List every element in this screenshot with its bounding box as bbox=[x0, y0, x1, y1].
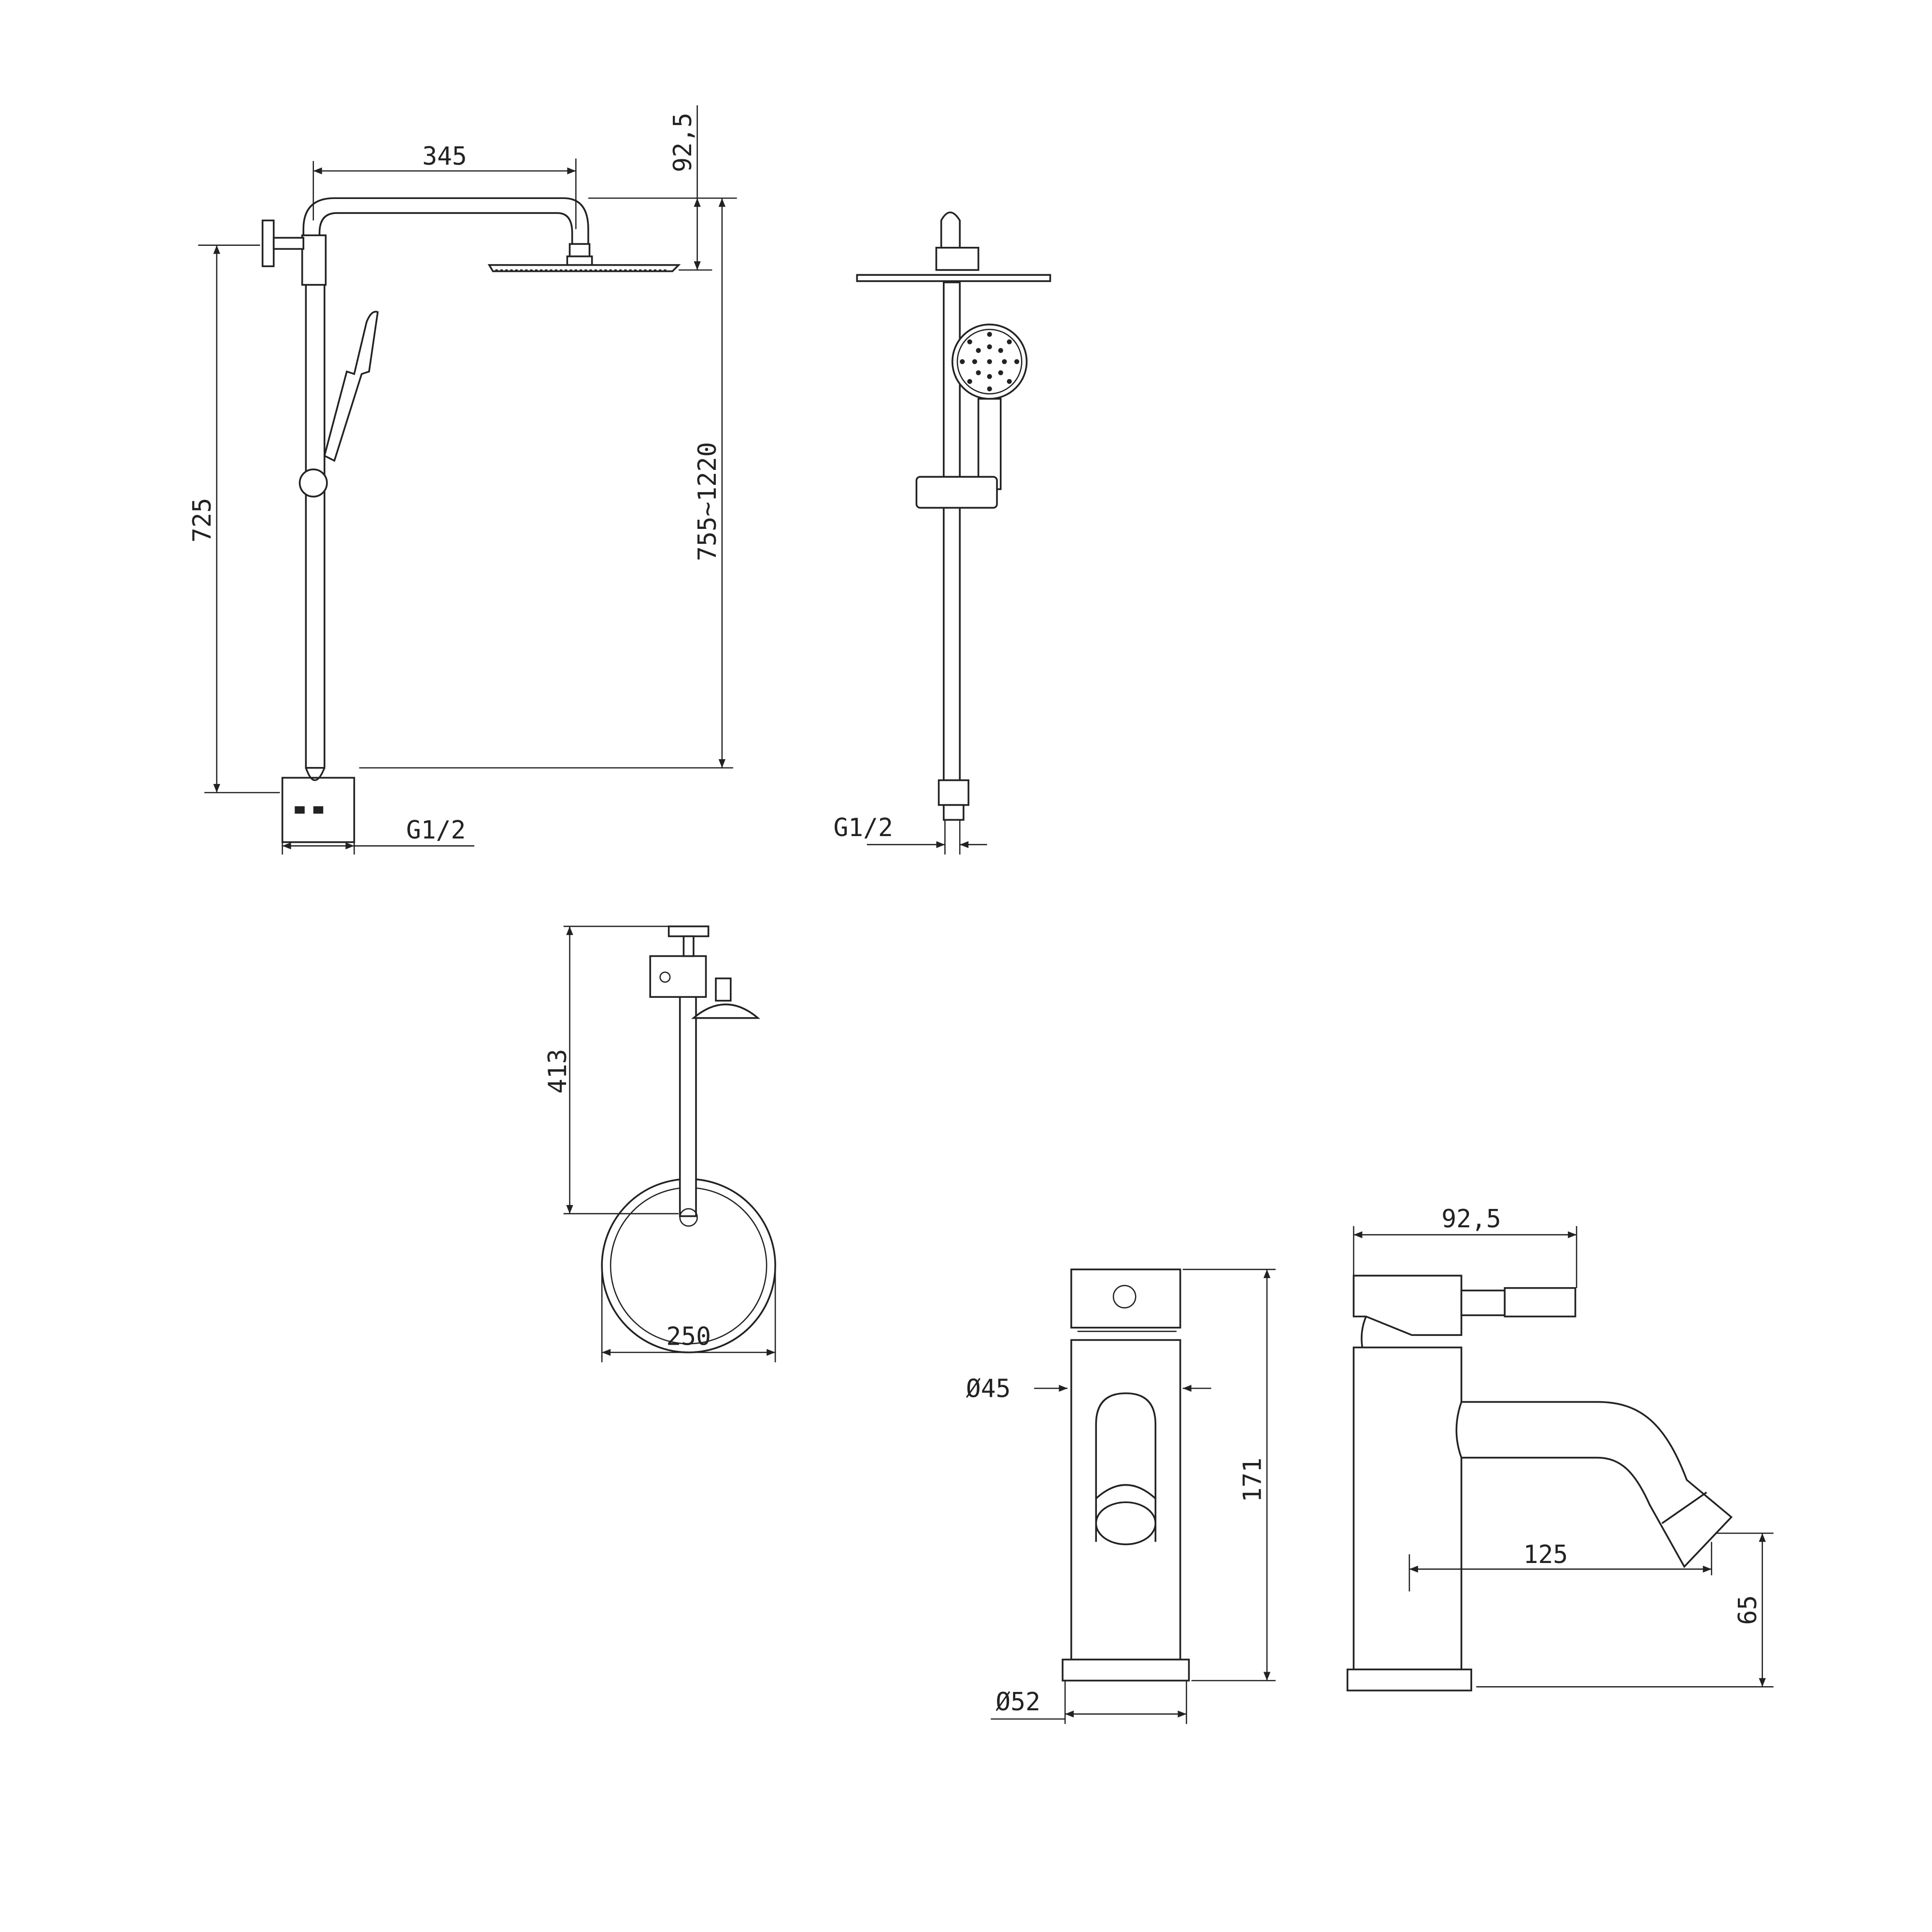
basin-mixer-side-view: 92,5 125 65 bbox=[1346, 1205, 1774, 1691]
handle-block bbox=[1070, 1268, 1181, 1329]
dim-spout-height: 65 bbox=[1733, 1595, 1762, 1625]
dim-base-diameter: Ø52 bbox=[995, 1688, 1040, 1717]
mixer-body bbox=[1352, 1346, 1463, 1671]
dim-height: 171 bbox=[1238, 1458, 1267, 1503]
wall-bracket bbox=[261, 219, 275, 268]
dim-body-diameter: Ø45 bbox=[966, 1374, 1011, 1403]
riser-pipe bbox=[305, 284, 326, 769]
dim-spout-reach: 125 bbox=[1523, 1540, 1568, 1569]
shower-top-view: 413 250 bbox=[543, 925, 776, 1363]
dim-head-diameter: 250 bbox=[666, 1322, 711, 1351]
dim-inlet-thread: G1/2 bbox=[833, 813, 893, 842]
shower-front-view: G1/2 bbox=[833, 212, 1051, 855]
shower-side-view: 345 92,5 725 755~1220 G1/2 bbox=[188, 105, 737, 855]
basin-mixer-front-view: Ø45 171 Ø52 bbox=[966, 1268, 1276, 1724]
hand-shower-handle bbox=[977, 398, 1002, 490]
hand-shower bbox=[323, 311, 379, 462]
lever bbox=[1504, 1287, 1577, 1318]
dim-bracket-height: 725 bbox=[188, 498, 217, 543]
slider-knob bbox=[298, 469, 328, 498]
dim-lever-reach: 92,5 bbox=[1441, 1205, 1501, 1234]
mixer-base bbox=[1346, 1668, 1472, 1691]
dim-height-range: 755~1220 bbox=[693, 442, 722, 561]
dim-head-drop: 92,5 bbox=[668, 113, 697, 172]
spout bbox=[1455, 1401, 1733, 1568]
dim-projection: 413 bbox=[543, 1049, 572, 1094]
dim-arm-length: 345 bbox=[422, 142, 467, 171]
mixer-base bbox=[1062, 1659, 1190, 1682]
handle-block bbox=[1352, 1275, 1463, 1336]
mixer-body bbox=[1070, 1339, 1181, 1661]
riser-top-fitting bbox=[301, 234, 327, 286]
dim-inlet-thread: G1/2 bbox=[406, 816, 466, 845]
slider bbox=[915, 476, 998, 509]
